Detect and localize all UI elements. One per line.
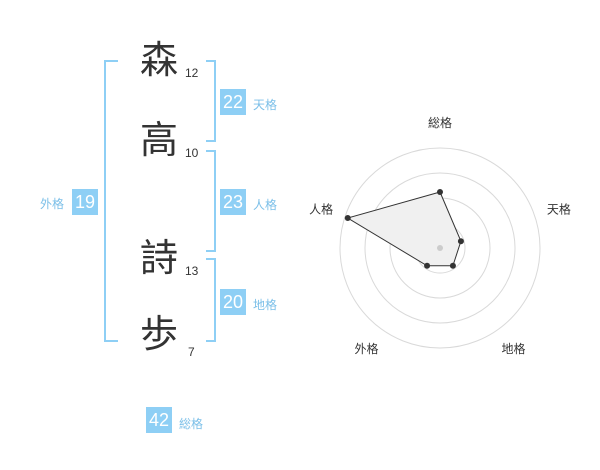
- radar-center-dot: [437, 245, 443, 251]
- jinkaku-value-badge: 23: [220, 189, 247, 215]
- soukaku-value-badge: 42: [146, 407, 173, 433]
- name-char-3: 詩: [140, 236, 179, 280]
- stroke-count-4: 7: [188, 345, 195, 359]
- radar-axis-label-5: 人格: [309, 201, 333, 216]
- stroke-count-2: 10: [185, 146, 199, 160]
- radar-point-4: [424, 262, 431, 269]
- radar-point-5: [344, 215, 351, 222]
- stroke-count-3: 13: [185, 264, 199, 278]
- chikaku-label: 地格: [253, 298, 278, 312]
- name-char-2: 高: [140, 118, 179, 162]
- tenkaku-label: 天格: [253, 98, 278, 112]
- soukaku-label: 総格: [179, 417, 204, 431]
- tenkaku-bracket: [206, 60, 216, 142]
- gaikaku-bracket: [104, 60, 118, 342]
- radar-points: [344, 189, 464, 269]
- radar-axis-label-4: 外格: [354, 341, 378, 356]
- stroke-count-1: 12: [185, 66, 199, 80]
- radar-axis-label-1: 総格: [428, 115, 452, 130]
- gaikaku-label: 外格: [40, 197, 65, 211]
- radar-point-2: [457, 238, 464, 245]
- radar-axis-label-3: 地格: [501, 341, 525, 356]
- radar-axis-label-2: 天格: [547, 201, 571, 216]
- radar-point-3: [449, 262, 456, 269]
- radar-ring-2: [389, 197, 491, 299]
- tenkaku-value-badge: 22: [220, 89, 247, 115]
- name-char-4: 歩: [140, 312, 179, 356]
- radar-ring-4: [339, 147, 541, 349]
- radar-ring-1: [414, 222, 466, 274]
- radar-ring-3: [364, 172, 516, 324]
- jinkaku-bracket: [206, 150, 216, 252]
- radar-area: [346, 191, 462, 267]
- gaikaku-value-badge: 19: [72, 189, 99, 215]
- jinkaku-label: 人格: [253, 198, 278, 212]
- name-char-1: 森: [140, 38, 179, 82]
- radar-grid: [339, 147, 541, 349]
- chikaku-bracket: [206, 258, 216, 342]
- radar-point-1: [437, 189, 443, 195]
- chikaku-value-badge: 20: [220, 289, 247, 315]
